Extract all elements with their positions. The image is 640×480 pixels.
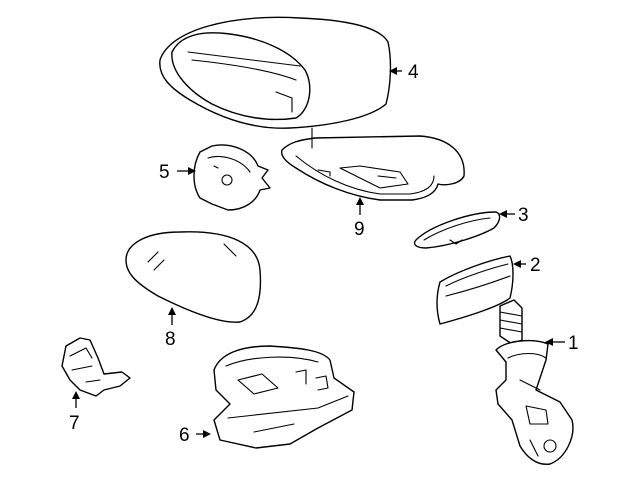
adjuster-motor-icon (193, 144, 271, 211)
mirror-frame-icon (280, 127, 465, 201)
pivot-bracket-icon (495, 299, 574, 465)
callout-number: 1 (568, 333, 579, 354)
callout-number: 8 (165, 329, 176, 350)
callout-2: 2 (513, 255, 541, 276)
callout-number: 4 (408, 62, 419, 83)
callout-number: 3 (518, 205, 529, 226)
mirror-cover-icon (159, 16, 392, 129)
clip-icon (61, 337, 131, 397)
callout-9: 9 (354, 197, 365, 240)
base-cover-icon (436, 255, 514, 325)
gasket-ring-icon (413, 211, 501, 249)
callout-number: 7 (69, 413, 80, 434)
callout-8: 8 (165, 307, 176, 350)
mirror-glass-icon (125, 231, 262, 323)
callout-number: 9 (354, 219, 365, 240)
callout-3: 3 (499, 205, 529, 226)
callout-number: 2 (530, 255, 541, 276)
callout-1: 1 (545, 333, 579, 354)
lamp-housing-icon (213, 345, 355, 449)
callout-7: 7 (69, 391, 80, 434)
callout-5: 5 (159, 162, 196, 183)
callout-4: 4 (389, 62, 419, 83)
callout-number: 6 (179, 425, 190, 446)
callout-6: 6 (179, 425, 211, 446)
callout-number: 5 (159, 162, 170, 183)
